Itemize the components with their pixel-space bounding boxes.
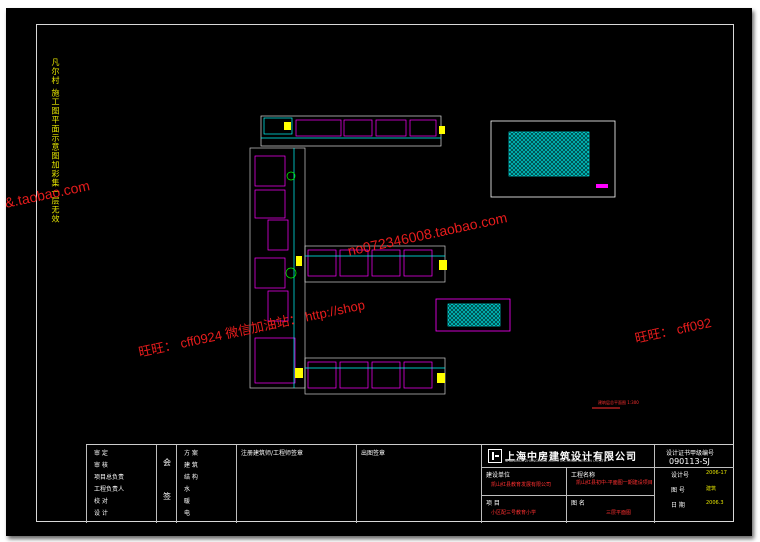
top-wing	[260, 115, 445, 147]
discipline-5: 电	[184, 510, 191, 517]
role-0: 审 定	[94, 450, 108, 457]
spine	[249, 147, 306, 389]
right-label-0: 设计号	[671, 472, 690, 479]
build-unit-value: 凯山红县教育发展有限公司	[491, 482, 552, 488]
right-label-1: 图 号	[671, 487, 685, 494]
drawing-name-label: 图 名	[571, 500, 585, 507]
project-label: 项 目	[486, 500, 500, 507]
build-unit-label: 建设单位	[486, 472, 511, 479]
vertical-title: 凡尔村 施工图平面示意图加彩集一层无效	[50, 58, 64, 358]
cert-no: 090113-SJ	[669, 457, 710, 466]
right-value-1: 建筑	[706, 486, 717, 492]
role-5: 设 计	[94, 510, 108, 517]
drawing-frame	[36, 24, 734, 522]
notes-section: 注册建筑师/工程师签章	[241, 450, 304, 457]
project-value: 小区配三号教育小学	[491, 510, 537, 516]
right-value-2: 2006.3	[706, 500, 724, 506]
discipline-2: 结 构	[184, 474, 198, 481]
detail-panel-large	[490, 120, 616, 198]
role-2: 项目总负责	[94, 474, 125, 481]
title-block: 审 定 审 核 项目总负责 工程负责人 校 对 设 计 会 签 方 案 建 筑 …	[86, 444, 734, 523]
role-1: 审 核	[94, 462, 108, 469]
company-logo-icon	[488, 449, 502, 463]
right-value-0: 2006-17	[706, 470, 727, 476]
role-4: 校 对	[94, 498, 108, 505]
floor-plan	[249, 115, 620, 409]
company-en-name: SHANGHAI ZHONGFANG ARCHITECTURAL DESIGN …	[505, 459, 608, 463]
drawing-name-value: 三层平面图	[606, 510, 632, 516]
vertical-title-text: 凡尔村 施工图平面示意图加彩集一层无效	[51, 58, 60, 224]
scale-note: 建筑层总平面图 1:300	[598, 400, 639, 405]
role-3: 工程负责人	[94, 486, 125, 493]
discipline-0: 方 案	[184, 450, 198, 457]
discipline-3: 水	[184, 486, 191, 493]
drawing-sheet: 凡尔村 施工图平面示意图加彩集一层无效	[3, 8, 752, 536]
stamp-section: 出图签章	[361, 450, 386, 457]
middle-wing	[304, 245, 447, 283]
company-name: 上海中房建筑设计有限公司	[505, 452, 637, 463]
bottom-wing	[304, 357, 446, 395]
company-header: 上海中房建筑设计有限公司 SHANGHAI ZHONGFANG ARCHITEC…	[488, 448, 668, 464]
discipline-1: 建 筑	[184, 462, 198, 469]
detail-panel-small	[435, 298, 511, 332]
cert-label: 设计证书甲级编号	[666, 450, 715, 457]
discipline-4: 暖	[184, 498, 191, 505]
sign-col-0: 会	[163, 458, 171, 467]
right-label-2: 日 期	[671, 502, 685, 509]
eng-name-value: 凯山红县初中-平面图一期建设项目	[576, 480, 653, 486]
eng-name-label: 工程名称	[571, 472, 596, 479]
sign-col-1: 签	[163, 492, 171, 501]
